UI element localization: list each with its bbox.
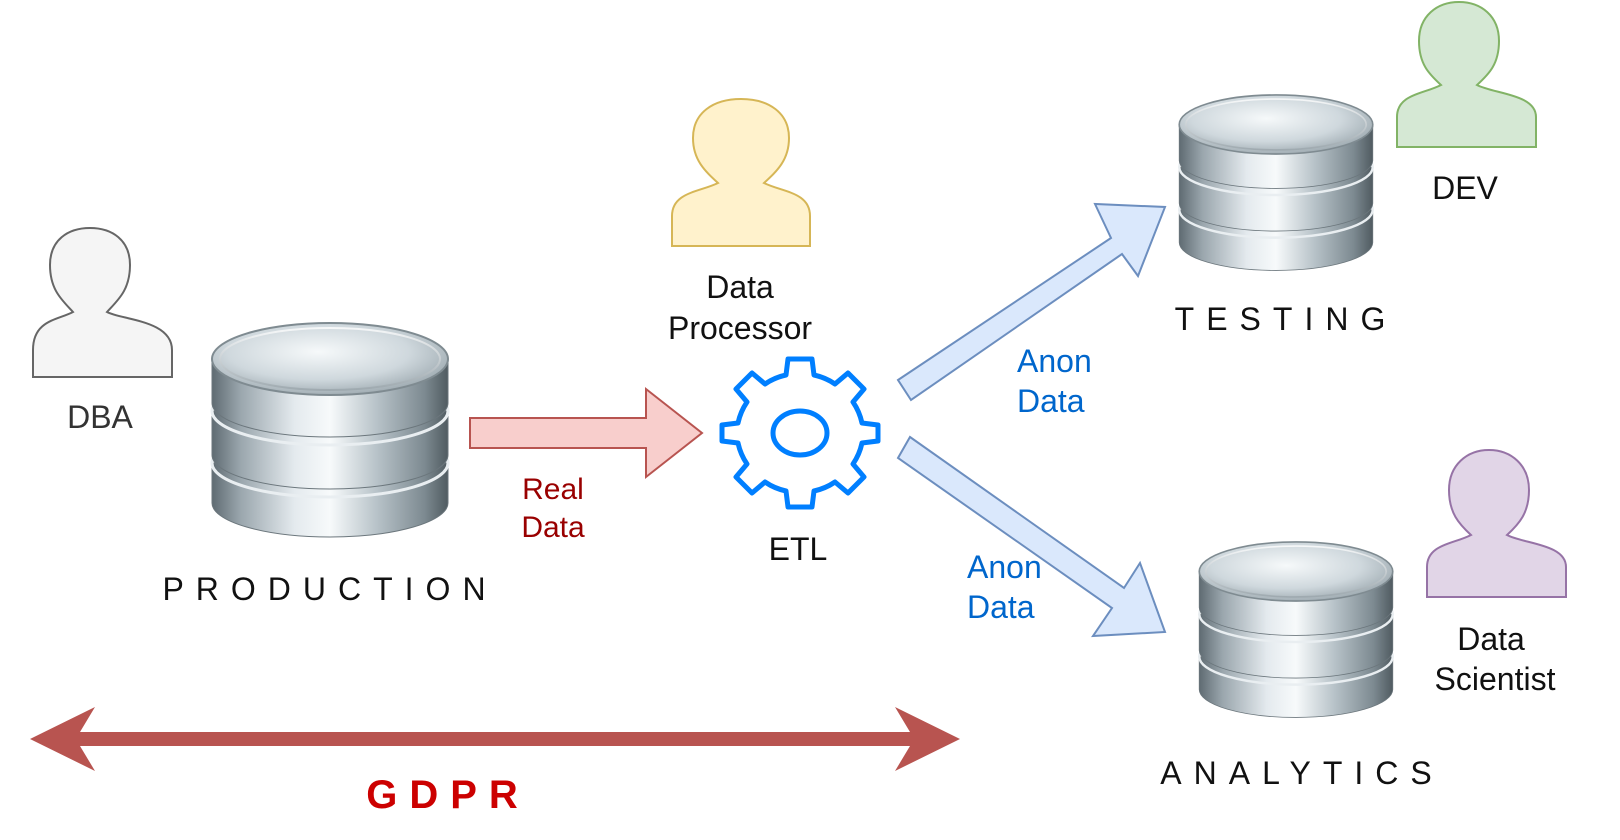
anon-data-testing-label-line2: Data	[1017, 383, 1085, 419]
testing-database-icon	[1178, 93, 1374, 272]
real-data-label-line2: Data	[521, 511, 585, 544]
real-data-label-line1: Real	[522, 473, 584, 506]
production-label: PRODUCTION	[162, 571, 497, 607]
anon-data-testing-label-line1: Anon	[1017, 343, 1092, 379]
etl-gear-icon	[719, 356, 881, 510]
data-processor-actor	[671, 97, 811, 247]
data-processor-label-line1: Data	[706, 269, 774, 305]
data-scientist-actor	[1426, 448, 1567, 598]
production-database-icon	[210, 321, 450, 539]
anon-data-arrow-to-testing	[896, 202, 1167, 402]
data-processor-label-line2: Processor	[668, 310, 812, 346]
analytics-database-icon	[1198, 540, 1394, 719]
dev-label: DEV	[1432, 170, 1498, 206]
anon-data-arrow-to-analytics	[896, 435, 1167, 638]
dev-actor	[1396, 0, 1537, 148]
data-scientist-label-line2: Scientist	[1435, 661, 1556, 697]
data-scientist-actor-icon	[1426, 448, 1567, 598]
dev-actor-icon	[1396, 0, 1537, 148]
anon-data-analytics-label-line1: Anon	[967, 549, 1042, 585]
data-processor-actor-icon	[671, 97, 811, 247]
data-scientist-label-line1: Data	[1457, 621, 1525, 657]
dba-label: DBA	[67, 399, 133, 435]
dba-actor-icon	[32, 226, 173, 378]
anon-data-analytics-label-line2: Data	[967, 589, 1035, 625]
gdpr-label: GDPR	[366, 773, 530, 817]
real-data-arrow	[469, 386, 704, 480]
dba-actor	[32, 226, 173, 378]
etl-label: ETL	[769, 531, 828, 567]
analytics-label: ANALYTICS	[1160, 755, 1443, 791]
gdpr-scope-arrow	[30, 707, 960, 771]
testing-label: TESTING	[1175, 301, 1398, 337]
